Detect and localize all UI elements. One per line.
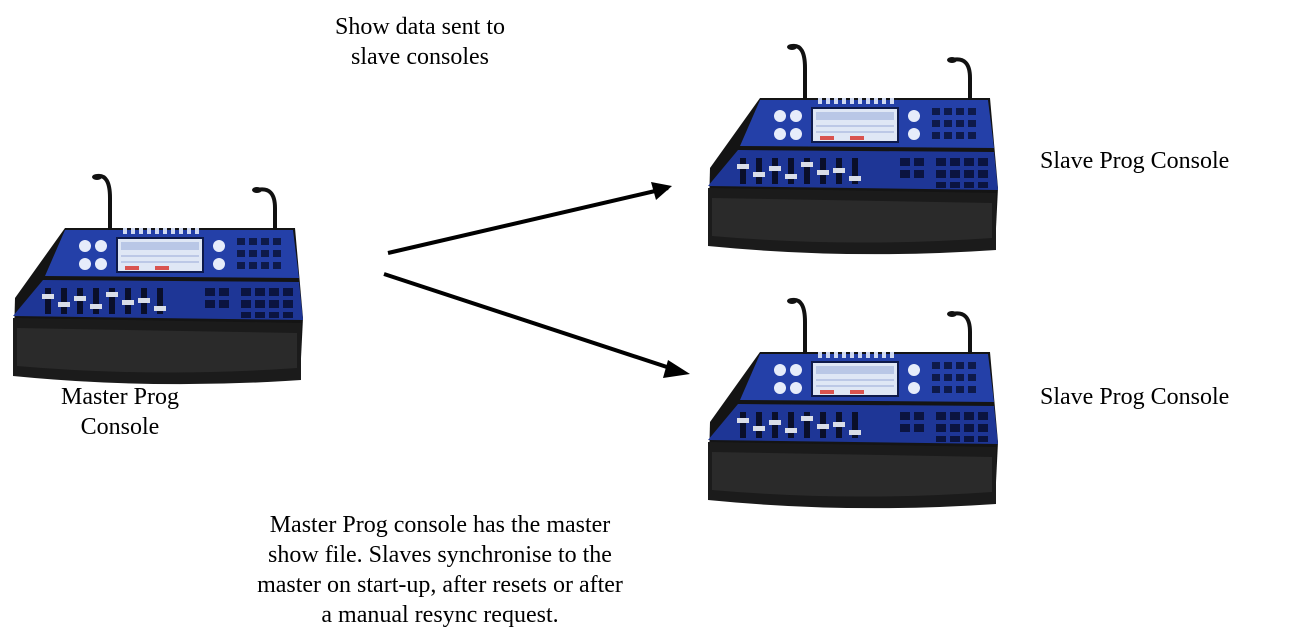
arrow-to-slave-1 [387, 186, 669, 255]
show-data-label: Show data sent to slave consoles [335, 14, 505, 70]
master-console-label: Master Prog Console [61, 384, 179, 440]
slave-console-1-image [700, 38, 1000, 265]
arrow-head-slave-1 [651, 182, 672, 200]
arrow-head-slave-2 [663, 360, 690, 378]
slave-console-1-label: Slave Prog Console [1040, 148, 1230, 174]
arrow-to-slave-2 [383, 272, 677, 372]
slave-console-2-label: Slave Prog Console [1040, 384, 1230, 410]
slave-console-2-image [700, 292, 1000, 519]
master-console-image [5, 168, 305, 395]
description-text: Master Prog console has the master show … [257, 512, 623, 628]
